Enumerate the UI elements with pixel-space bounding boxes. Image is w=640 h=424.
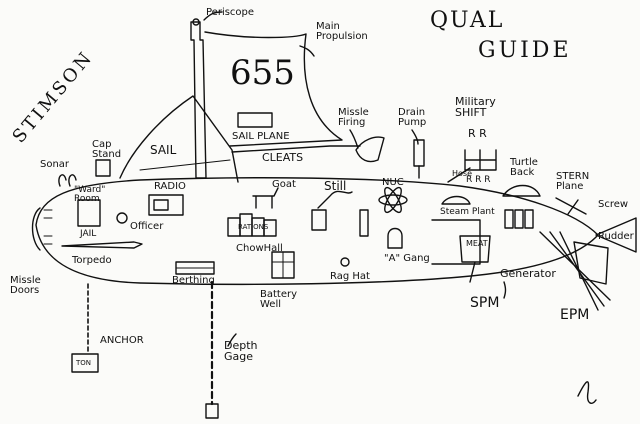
label-cleats: CLEATS bbox=[262, 151, 304, 164]
nuc-atom-icon bbox=[378, 186, 408, 214]
label-shift-top: R R bbox=[468, 127, 487, 140]
label-depth-gage: Depth Gage bbox=[224, 339, 258, 363]
still-icon bbox=[311, 190, 353, 231]
hull-number: 655 bbox=[230, 53, 295, 93]
label-shift-bottom: R R R bbox=[466, 175, 491, 185]
label-battery-well: Battery Well bbox=[260, 289, 298, 310]
label-hose: Hose bbox=[452, 169, 472, 178]
label-rudder: Rudder bbox=[598, 231, 634, 242]
artist-signature-icon bbox=[577, 381, 597, 404]
label-military-shift: Military SHIFT bbox=[455, 95, 496, 119]
label-goat: Goat bbox=[272, 179, 296, 190]
label-sail: SAIL bbox=[150, 143, 177, 157]
label-torpedo: Torpedo bbox=[72, 255, 112, 266]
label-wardroom: "Ward" Room bbox=[74, 185, 106, 204]
label-drain-pump: Drain Pump bbox=[398, 107, 427, 128]
label-spm: SPM bbox=[470, 295, 500, 311]
label-still: Still bbox=[324, 179, 347, 193]
turtle-back-icon bbox=[502, 184, 541, 197]
goat-icon bbox=[252, 187, 279, 209]
label-anchor: ANCHOR bbox=[100, 335, 144, 346]
meat-grinder-icon bbox=[459, 235, 491, 283]
rudder-icon bbox=[573, 241, 609, 285]
label-berthing: Berthing bbox=[172, 275, 215, 286]
radio-icon bbox=[148, 194, 184, 216]
officer-icon bbox=[116, 212, 128, 224]
label-radio: RADIO bbox=[154, 181, 186, 192]
label-missile-firing: Missle Firing bbox=[338, 107, 369, 128]
label-nuc: NUC bbox=[382, 177, 404, 188]
hose-icon bbox=[447, 167, 471, 183]
cap-stand-icon bbox=[95, 159, 111, 177]
label-jail: JAIL bbox=[80, 229, 97, 239]
title-line1: QUAL bbox=[430, 8, 505, 33]
steam-plant-icon bbox=[441, 195, 471, 205]
label-main-propulsion: Main Propulsion bbox=[316, 21, 368, 42]
missile-doors-icon bbox=[31, 207, 41, 251]
a-gang-icon bbox=[387, 227, 403, 249]
label-chow-hall: ChowHall bbox=[236, 243, 283, 254]
title-line2: GUIDE bbox=[478, 38, 572, 63]
label-periscope: Periscope bbox=[206, 7, 255, 18]
label-screw: Screw bbox=[598, 199, 629, 210]
label-a-gang: "A" Gang bbox=[384, 253, 430, 264]
chow-hall-icon bbox=[227, 213, 277, 237]
submarine-hull bbox=[35, 177, 599, 286]
sail-plane-icon bbox=[231, 145, 361, 153]
wardroom-icon bbox=[77, 199, 101, 227]
torpedo-icon bbox=[61, 241, 143, 249]
generator-icon bbox=[504, 209, 534, 229]
sonar-icon bbox=[58, 174, 77, 187]
label-anchor-weight: TON bbox=[76, 359, 92, 367]
main-propulsion-icon bbox=[204, 31, 343, 147]
screw-icon bbox=[595, 217, 637, 253]
label-rations: RATIONS bbox=[238, 223, 269, 231]
sail-plane-box-icon bbox=[237, 112, 273, 128]
label-meat: MEAT bbox=[466, 239, 488, 248]
anchor-icon bbox=[71, 353, 99, 373]
label-generator: Generator bbox=[500, 267, 556, 280]
label-steam-plant: Steam Plant bbox=[440, 207, 495, 217]
label-sonar: Sonar bbox=[40, 159, 70, 170]
military-shift-icon bbox=[464, 149, 497, 171]
epm-oars-icon bbox=[539, 231, 611, 311]
missile-firing-icon bbox=[355, 136, 385, 163]
sail-icon bbox=[119, 95, 239, 183]
label-stern-plane: STERN Plane bbox=[556, 171, 590, 192]
drain-pump-icon bbox=[413, 139, 425, 167]
rag-hat-icon bbox=[340, 257, 350, 267]
stern-plane-icon bbox=[555, 197, 587, 215]
label-rag-hat: Rag Hat bbox=[330, 271, 370, 282]
label-epm: EPM bbox=[560, 307, 590, 323]
label-officer: Officer bbox=[130, 221, 164, 232]
label-cap-stand: Cap Stand bbox=[92, 139, 122, 160]
label-turtle-back: Turtle Back bbox=[510, 157, 538, 178]
label-missile-doors: Missle Doors bbox=[10, 275, 41, 296]
periscope-icon bbox=[190, 21, 207, 179]
label-sail-plane: SAIL PLANE bbox=[232, 131, 290, 142]
